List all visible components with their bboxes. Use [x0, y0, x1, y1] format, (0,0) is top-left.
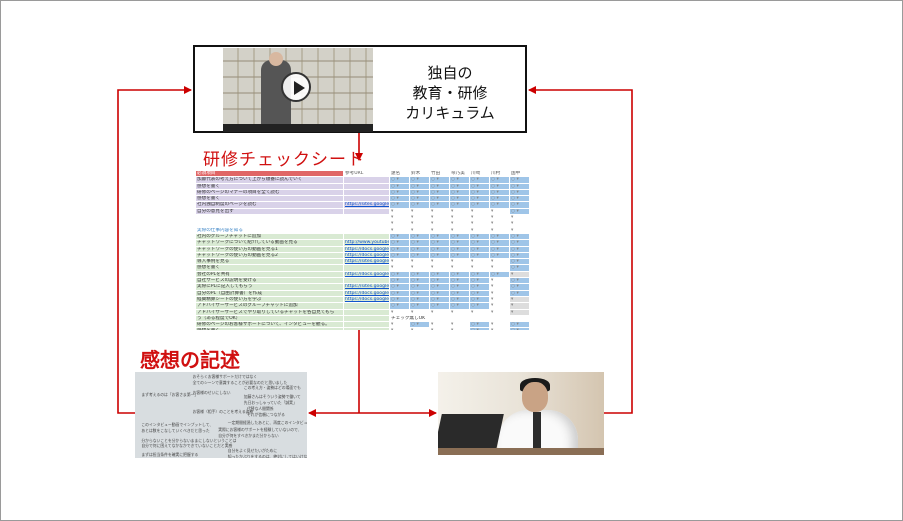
mindmap-node: お客様のせいにしない	[192, 390, 231, 395]
sheet-check-cell[interactable]: ○ ▾	[509, 277, 530, 285]
curriculum-box: 独自の 教育・研修 カリキュラム	[193, 45, 527, 133]
sheet-row: 感想を書く▾▾▾▾▾▾○ ▾	[195, 264, 530, 272]
mindmap-node: あとは数をこなしていくべきだと思った	[141, 428, 210, 433]
sheet-check-cell[interactable]: ▾	[509, 295, 530, 304]
sheet-check-cell[interactable]: ○ ▾	[509, 321, 530, 329]
sheet-item: アドバイザーサービスでやり取りしているチャットを各自見てもら	[195, 308, 344, 316]
training-video-thumbnail[interactable]	[223, 48, 373, 132]
sheet-url[interactable]: https://docs.google.c	[343, 270, 390, 279]
sheet-item: 研修のページのお客様サポートについて、インタビューを観る。	[195, 321, 344, 329]
sheet-note: チェック無しOK	[389, 314, 530, 323]
sheet-check-cell[interactable]: ○ ▾	[509, 327, 530, 330]
sheet-url[interactable]: https://docs.google.c	[343, 251, 390, 260]
sheet-row: う（ある程度でOK）チェック無しOK	[195, 314, 530, 323]
arrow-right-loop	[528, 86, 633, 414]
sheet-check-cell[interactable]: ▾	[429, 327, 450, 330]
title-line: 独自の	[427, 64, 473, 82]
mindmap-node: まず考えるのは「お客さま第一」	[141, 392, 199, 397]
impressions-label: 感想の記述	[140, 348, 240, 372]
check-sheet-label: 研修チェックシート	[203, 150, 365, 170]
sheet-check-cell[interactable]: ○ ▾	[509, 258, 530, 266]
sheet-row: ▾▾▾▾▾▾▾	[195, 214, 530, 222]
sheet-url[interactable]: https://docs.google.c	[343, 295, 390, 304]
sheet-row: アドバイザーサービスのグループチャットに追加○ ▾○ ▾○ ▾○ ▾○ ▾▾▾	[195, 302, 530, 310]
mindmap-node: 全てのシーンで意識することが必要なのだと思いました	[192, 380, 288, 385]
mindmap-node: 知ったかぶりをするのは、絶対にしてはいけない	[227, 454, 307, 458]
sheet-row: 感想を書く○ ▾○ ▾○ ▾○ ▾○ ▾○ ▾○ ▾	[195, 195, 530, 203]
sheet-check-cell[interactable]: ▾	[509, 302, 530, 310]
arrow-left-loop	[117, 86, 192, 414]
mindmap-node: 一定期間経過したあとに、再度このインタビュー	[227, 420, 307, 425]
sheet-check-cell[interactable]: ○ ▾	[509, 264, 530, 272]
sheet-url[interactable]: https://docs.google.c	[343, 245, 390, 253]
sheet-row: アドバイザーサービスでやり取りしているチャットを各自見てもら▾▾▾▾▾▾▾	[195, 308, 530, 316]
mindmap-node: 自分をよく見せたいがために	[227, 448, 278, 453]
sheet-url[interactable]: https://docs.google.c	[343, 289, 390, 297]
mindmap-node: それが信頼につながる	[247, 412, 285, 417]
curriculum-title: 独自の 教育・研修 カリキュラム	[380, 63, 520, 123]
sheet-row: ▾▾▾▾▾▾▾	[195, 220, 530, 228]
sheet-url	[343, 327, 390, 330]
sheet-row: 加藤代表の考え方について上から順番に読んでいく○ ▾○ ▾○ ▾○ ▾○ ▾○ …	[195, 176, 530, 184]
sheet-row: 研修のページのお客様サポートについて、インタビューを観る。▾○ ▾▾▾○ ▾▾○…	[195, 321, 530, 329]
sheet-check-cell[interactable]: ▾	[389, 327, 410, 330]
sheet-url[interactable]: https://sites.google.c	[343, 201, 390, 209]
sheet-check-cell[interactable]: ▾	[509, 270, 530, 279]
mindmap-node: 加藤さんはそういう姿勢で働いて	[243, 394, 301, 399]
mindmap-node: 実際にお客様のサポートを経験していないので、	[218, 427, 302, 432]
laptop	[438, 414, 504, 450]
mindmap-node: まずは担当条件を確実に把握する	[141, 452, 199, 457]
sheet-item: 感想を書く	[195, 327, 344, 330]
sheet-check-cell[interactable]: ▾	[489, 327, 510, 330]
play-icon[interactable]	[281, 72, 311, 102]
sheet-check-cell[interactable]: ▾	[509, 308, 530, 316]
mindmap-node: このインタビュー動画でインプットして、	[141, 422, 214, 427]
mindmap-node: 先日おっしゃっていた「誠実」	[243, 400, 297, 405]
mindmap-node: お客様（相手）のことを考える姿勢	[192, 409, 254, 414]
mindmap-node: 代替な人間関係	[247, 406, 274, 411]
sheet-row: 感想を書く○ ▾○ ▾○ ▾○ ▾○ ▾○ ▾○ ▾	[195, 182, 530, 190]
sheet-check-cell[interactable]: ○ ▾	[509, 289, 530, 297]
mindmap-node: おそらくお客様サポートだけではなく	[192, 374, 258, 379]
sheet-header: 国中	[509, 170, 530, 178]
mindmap-node: 自分で何に困えてなかなかできていないことだと実感	[141, 443, 233, 448]
title-line: カリキュラム	[405, 104, 495, 122]
sheet-row: 感想を書く▾▾▾▾○ ▾▾○ ▾	[195, 327, 530, 330]
video-control-bar[interactable]	[223, 124, 373, 132]
sheet-url[interactable]: https://sites.google.c	[343, 258, 390, 266]
sheet-row: 自社サービスの説明を受ける○ ▾○ ▾○ ▾○ ▾○ ▾▾○ ▾	[195, 277, 530, 285]
person-at-laptop-photo	[438, 372, 604, 455]
sheet-check-cell[interactable]: ○ ▾	[509, 283, 530, 291]
sheet-check-cell[interactable]: ▾	[409, 327, 430, 330]
mindmap-node: 分からないことを分からないままにしないということは	[141, 438, 237, 443]
mindmap-node: この考え方・姿勢はどの場面でも	[243, 385, 301, 390]
sheet-check-cell[interactable]: ▾	[449, 327, 470, 330]
impressions-mindmap: まず考えるのは「お客さま第一」 おそらくお客様サポートだけではなく全てのシーンで意…	[135, 372, 307, 458]
sheet-check-cell[interactable]: ○ ▾	[469, 327, 490, 330]
title-line: 教育・研修	[412, 84, 488, 102]
mindmap-node: 自分が何をすべきかまだ分からない	[218, 433, 279, 438]
sheet-row: 研修のページのマナーの項目を全て読む○ ▾○ ▾○ ▾○ ▾○ ▾○ ▾○ ▾	[195, 188, 530, 197]
sheet-check-cell[interactable]: ○ ▾	[509, 251, 530, 260]
sheet-url[interactable]: https://sites.google.c	[343, 283, 390, 291]
sheet-url[interactable]: http://www.youtube.c	[343, 239, 390, 247]
